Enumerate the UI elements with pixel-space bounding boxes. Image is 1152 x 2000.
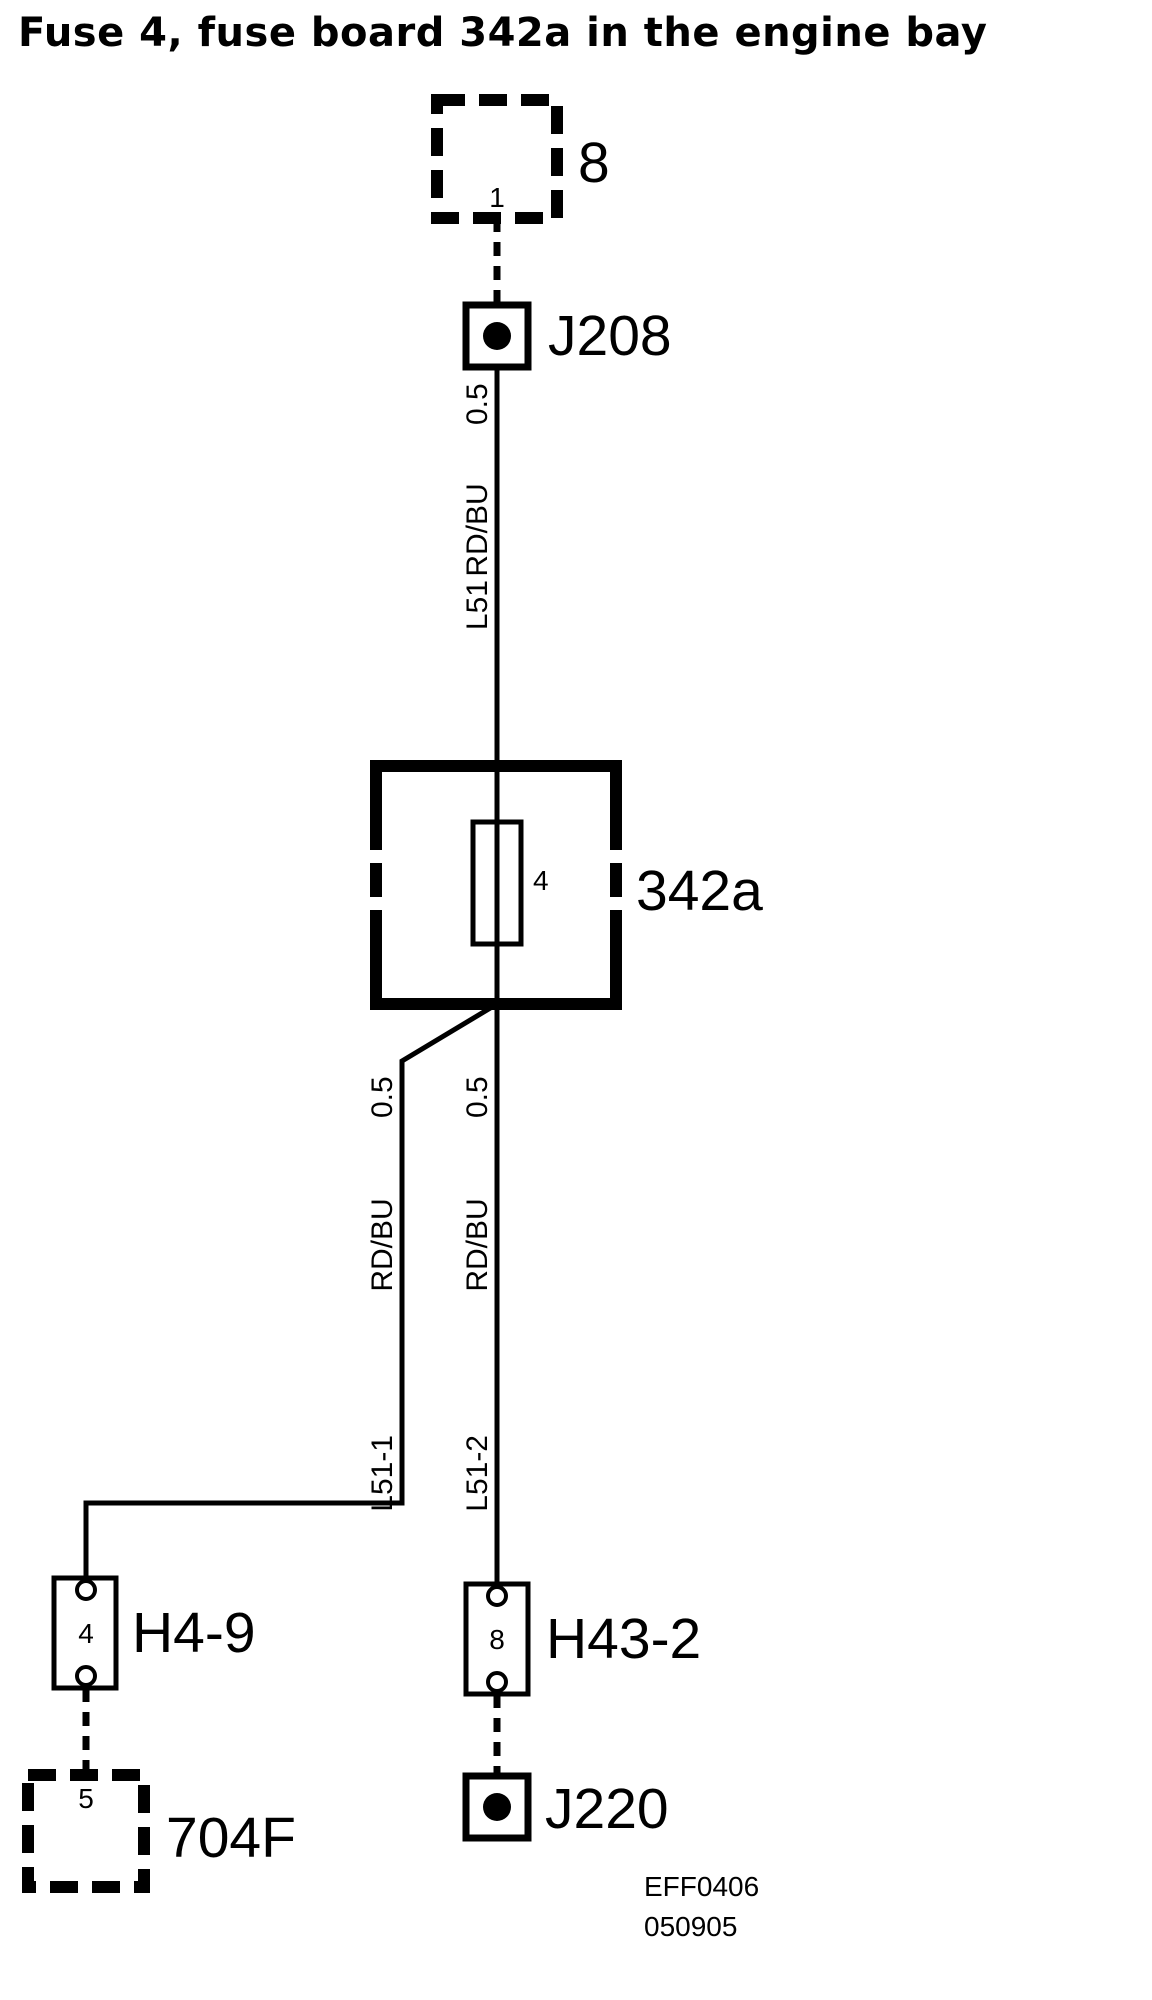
wire-l51-2-id: L51-2 [461,1435,494,1512]
connector-704f[interactable]: 5 704F [22,1769,296,1893]
wire-l51-size: 0.5 [461,383,494,425]
connector-704f-label: 704F [166,1806,296,1870]
fuse-board-342a[interactable]: 4 342a [368,760,763,1010]
drawing-code-line1: EFF0406 [644,1871,759,1902]
connector-8[interactable]: 1 8 [431,94,610,224]
wire-l51-1[interactable] [83,1001,499,1590]
wire-l51-1-id: L51-1 [366,1435,399,1512]
connector-h43-2[interactable]: 8 H43-2 [463,1581,701,1697]
junction-j220[interactable]: J220 [462,1772,669,1842]
fuse-number: 4 [533,865,549,896]
connector-h4-9[interactable]: 4 H4-9 [51,1575,256,1691]
junction-j208-label: J208 [548,304,672,368]
connector-h43-2-pin: 8 [489,1624,505,1655]
wire-l51-2-color: RD/BU [461,1198,494,1291]
fuse-board-label: 342a [636,859,763,923]
connector-h4-9-label: H4-9 [132,1601,256,1665]
connector-8-label: 8 [578,131,610,195]
wire-l51-id: L51 [461,580,494,630]
connector-704f-pin: 5 [78,1783,94,1814]
wire-l51-1-size: 0.5 [366,1076,399,1118]
junction-j220-label: J220 [545,1777,669,1841]
wire-l51-color: RD/BU [461,483,494,576]
connector-h4-9-pin: 4 [78,1618,94,1649]
drawing-code-line2: 050905 [644,1911,737,1942]
wire-l51-2-size: 0.5 [461,1076,494,1118]
wire-l51-1-color: RD/BU [366,1198,399,1291]
junction-j208[interactable]: J208 [462,301,672,371]
connector-8-pin: 1 [489,182,505,213]
diagram-title: Fuse 4, fuse board 342a in the engine ba… [18,10,988,56]
connector-h43-2-label: H43-2 [546,1607,701,1671]
